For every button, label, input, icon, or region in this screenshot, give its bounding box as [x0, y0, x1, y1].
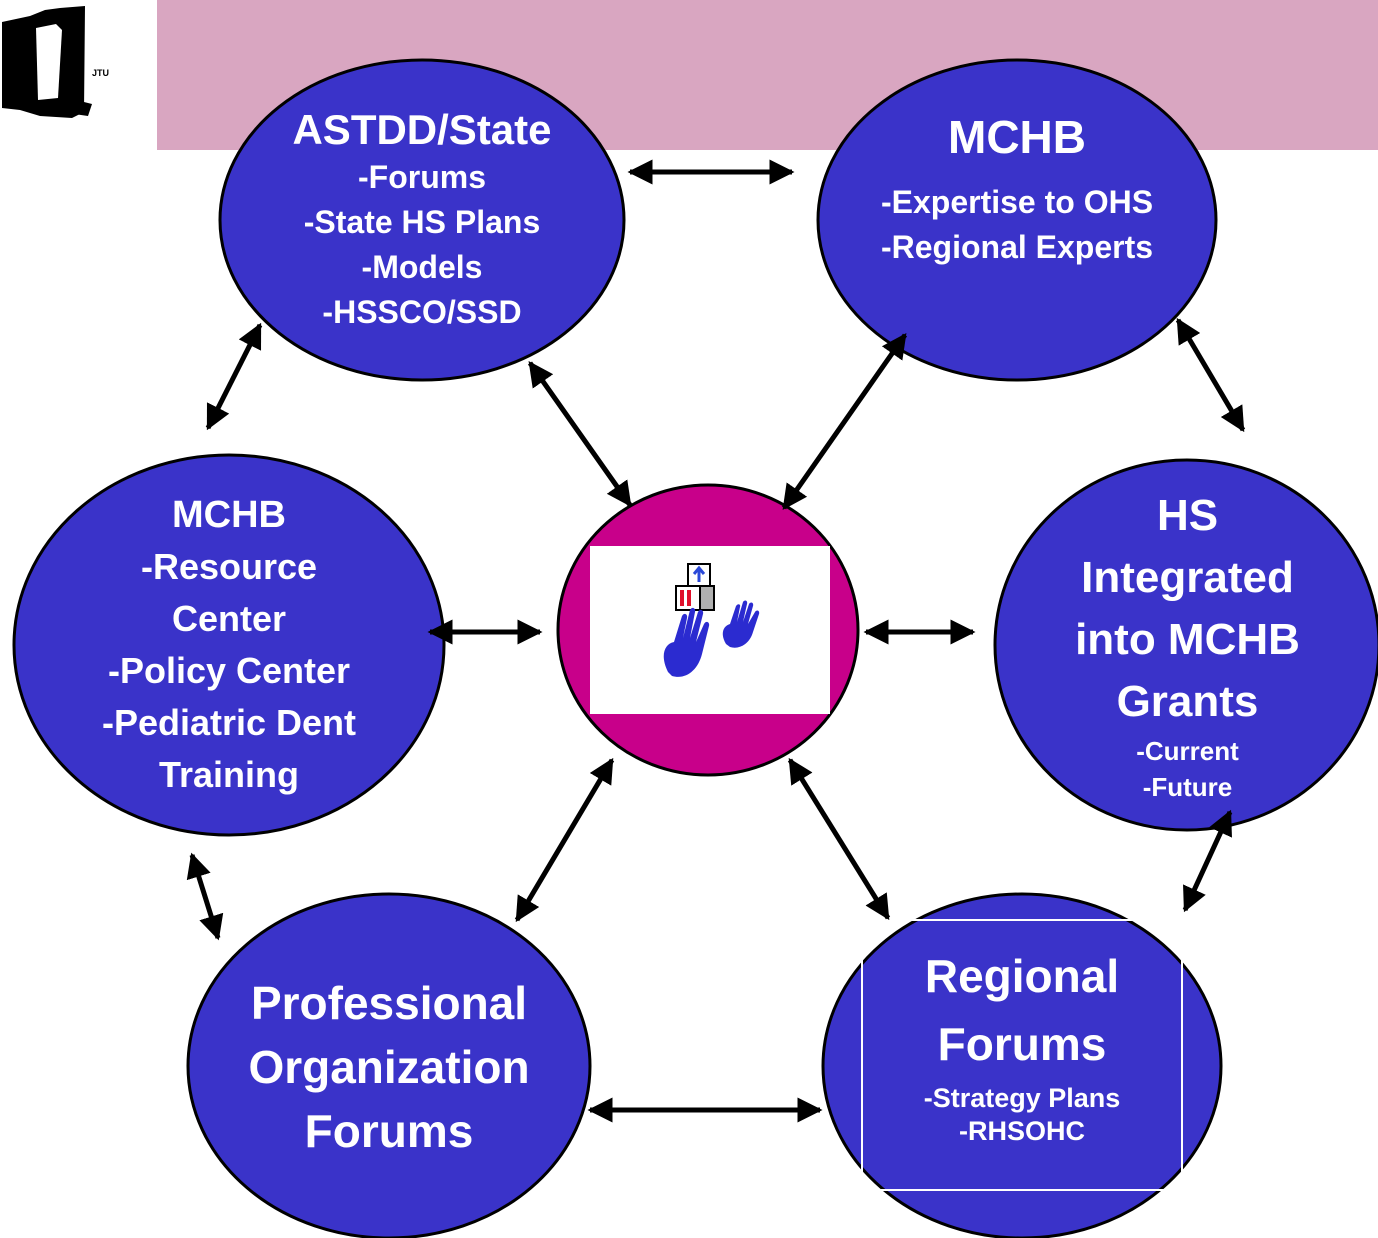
arrow-mchb-top-hs: [1175, 317, 1246, 433]
arrow-center-prof: [514, 757, 615, 923]
node-title: Grants: [1116, 677, 1259, 726]
node-title: into MCHB: [1075, 615, 1300, 664]
node-mchb-top-circle: [816, 58, 1218, 382]
node-line: -Forums: [358, 159, 486, 196]
node-title: Forums: [304, 1104, 474, 1157]
arrow-mchb-top-center: [781, 332, 908, 511]
logo-shape-icon: [2, 6, 92, 118]
arrow-hs-regional: [1182, 809, 1233, 913]
node-regional-circle: [821, 892, 1223, 1238]
logo: JTU: [0, 0, 150, 125]
node-line: -Future: [1142, 772, 1233, 802]
node-line: -Regional Experts: [880, 228, 1154, 265]
node-hs-integrated: HS Integrated into MCHB Grants -Current …: [995, 460, 1378, 830]
node-title: HS: [1156, 491, 1219, 540]
logo-mark: JTU: [92, 68, 110, 78]
node-title: ASTDD/State: [292, 105, 552, 153]
arrow-astdd-center: [527, 360, 633, 508]
node-title: Professional: [250, 976, 528, 1029]
node-line: -Models: [361, 249, 483, 286]
node-line: -Current: [1136, 736, 1239, 766]
node-line: -Expertise to OHS: [880, 183, 1154, 220]
node-professional-forums: Professional Organization Forums: [188, 895, 590, 1238]
node-title: Regional: [924, 949, 1120, 1002]
node-astdd-state: ASTDD/State -Forums -State HS Plans -Mod…: [220, 60, 624, 380]
node-title: Forums: [937, 1017, 1107, 1070]
node-mchb-left: MCHB -Resource Center -Policy Center -Pe…: [14, 455, 444, 835]
node-mchb-left-circle: [12, 453, 446, 837]
arrow-astdd-mchb-left: [205, 322, 263, 431]
node-line: -Resource: [140, 546, 318, 587]
node-regional-forums: Regional Forums -Strategy Plans -RHSOHC: [823, 895, 1221, 1238]
arrow-center-regional: [787, 757, 891, 921]
node-line: -HSSCO/SSD: [322, 294, 522, 331]
node-line: -State HS Plans: [303, 204, 541, 241]
node-title: MCHB: [948, 111, 1086, 164]
arrow-mchb-left-prof: [186, 852, 224, 941]
node-line: -Policy Center: [107, 650, 351, 691]
node-line: Center: [171, 598, 287, 639]
node-prof-circle: [186, 892, 592, 1238]
node-title: Integrated: [1081, 553, 1294, 602]
node-line: Training: [158, 754, 299, 795]
node-line: -Pediatric Dent: [101, 702, 357, 743]
node-line: -Strategy Plans: [923, 1082, 1121, 1113]
node-title: Organization: [248, 1040, 530, 1093]
node-title: MCHB: [172, 494, 286, 536]
node-line: -RHSOHC: [959, 1115, 1085, 1146]
node-mchb-top: MCHB -Expertise to OHS -Regional Experts: [818, 60, 1216, 380]
center-image: [590, 546, 830, 714]
head-start-blocks-hands-icon: [663, 563, 760, 677]
regional-highlight-frame: [861, 919, 1183, 1191]
node-astdd-circle: [218, 58, 626, 382]
